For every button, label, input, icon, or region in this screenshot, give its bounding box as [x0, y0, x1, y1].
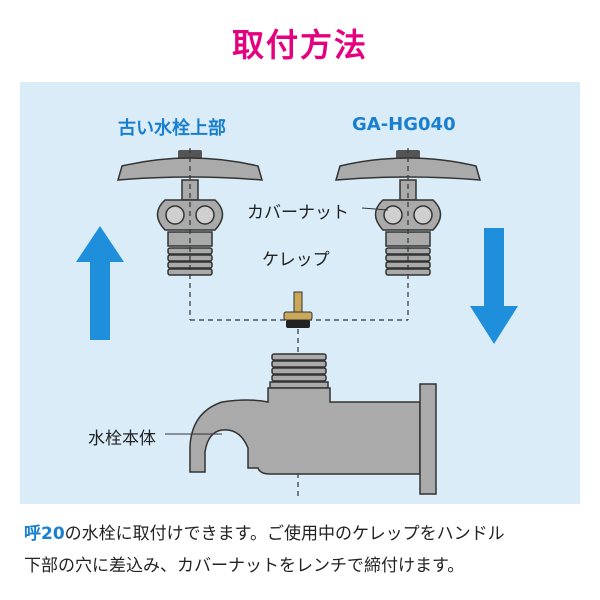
packing-label: ケレップ: [262, 250, 330, 270]
packing-part: [283, 291, 313, 328]
instruction-line-1: の水栓に取付けできます。ご使用中のケレップをハンドル: [64, 524, 505, 544]
instruction-text: 呼20の水栓に取付けできます。ご使用中のケレップをハンドル 下部の穴に差込み、カ…: [24, 518, 584, 582]
faucet-body: [189, 353, 437, 495]
faucet-body-label: 水栓本体: [88, 429, 156, 449]
arrow-up-icon: [76, 226, 124, 340]
cover-nut-label: カバーナット: [247, 203, 349, 223]
cover-nut-pointer: [361, 207, 389, 211]
page-title: 取付方法: [231, 26, 368, 64]
size-highlight: 呼20: [24, 524, 65, 544]
product-label: GA-HG040: [352, 114, 456, 135]
old-faucet-label: 古い水栓上部: [118, 118, 226, 139]
arrow-down-icon: [470, 228, 518, 344]
instruction-line-2: 下部の穴に差込み、カバーナットをレンチで締付けます。: [24, 556, 465, 576]
